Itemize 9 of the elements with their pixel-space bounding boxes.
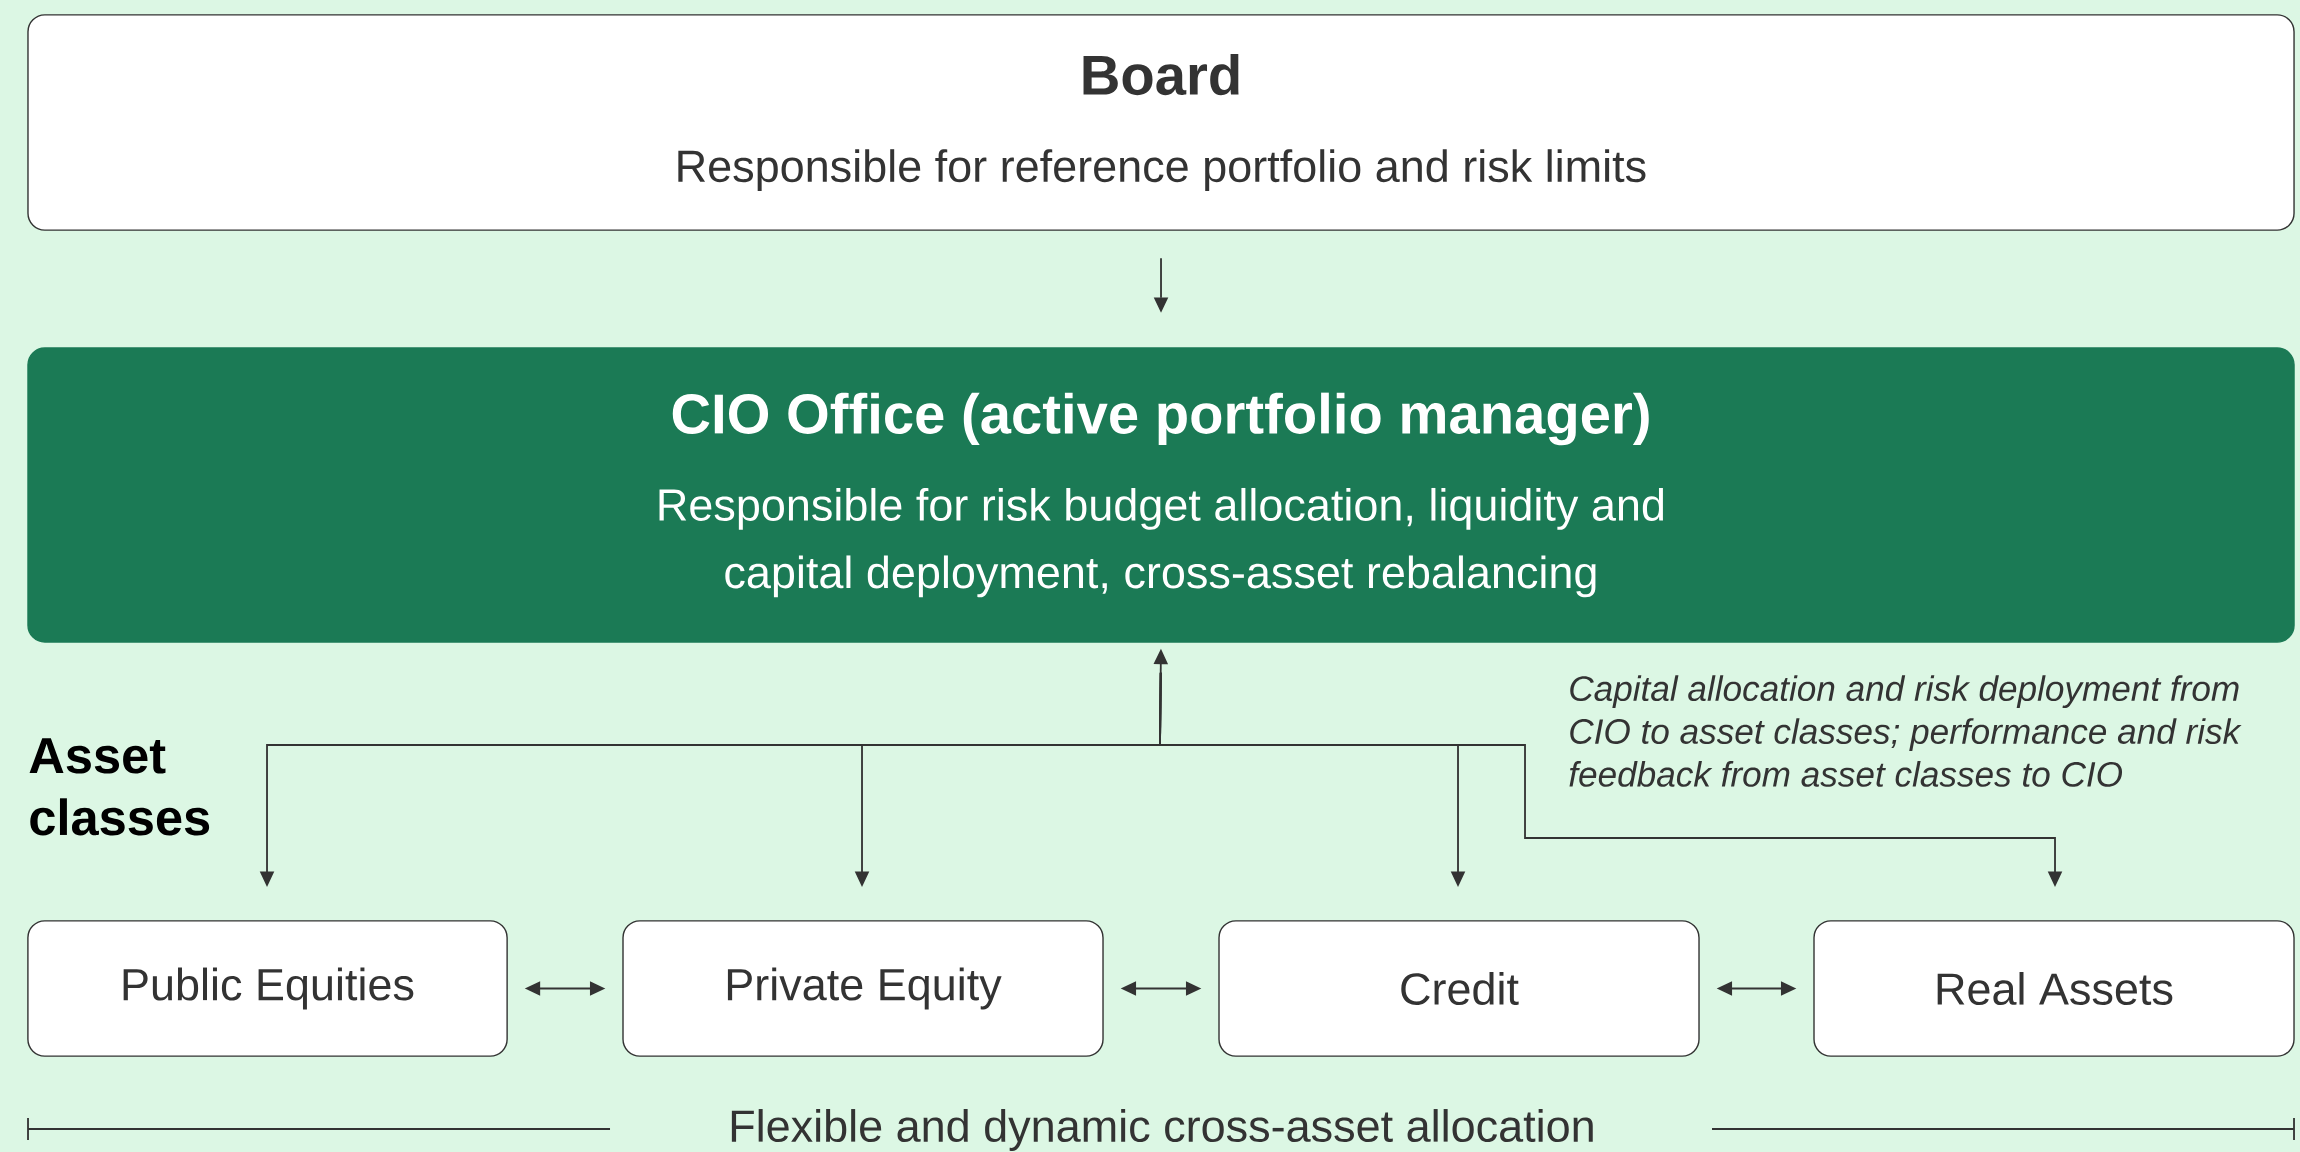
process-box: Public Equities	[27, 920, 508, 1057]
caption-text: Flexible and dynamic cross-asset allocation	[731, 1109, 1593, 1151]
note-text: Capital allocation and risk deployment from CIO to asset classes; performance and risk feedback from asset classes to CIO	[1569, 675, 2242, 787]
section-heading: Asset classes	[29, 738, 210, 836]
process-box: Credit	[1218, 920, 1700, 1057]
process-box: Real Assets	[1813, 920, 2295, 1057]
process-box: Private Equity	[622, 920, 1104, 1057]
process-box: Board Responsible for reference portfolio and risk limits	[27, 14, 2295, 231]
highlight-box: CIO Office (active portfolio manager) Responsible for risk budget allocation, liquidity and capital deployment, cross-asset rebalancing	[27, 347, 2295, 643]
